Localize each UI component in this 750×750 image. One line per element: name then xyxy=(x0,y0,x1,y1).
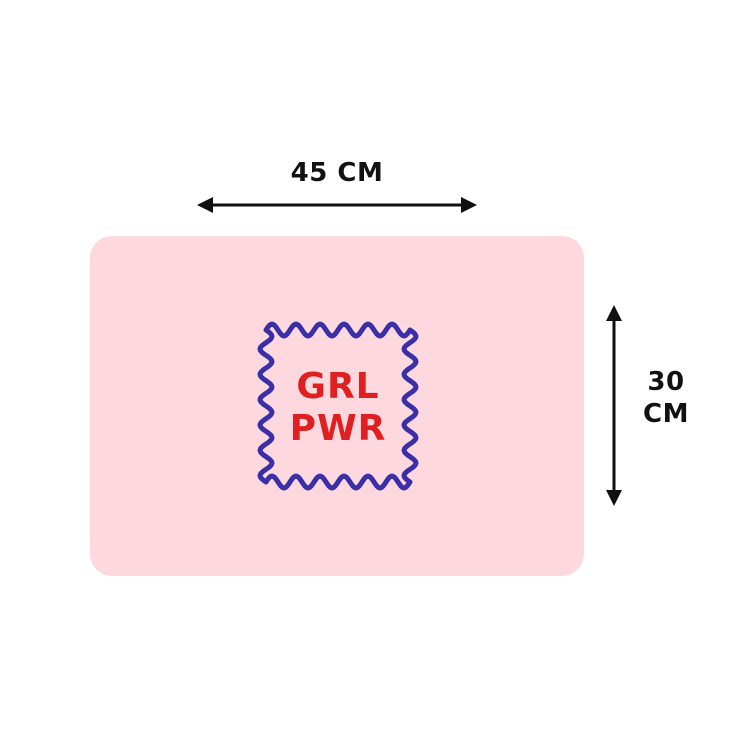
width-dimension-label: 45 CM xyxy=(290,158,384,188)
wavy-stamp-border xyxy=(257,321,419,491)
stamp-text: GRL PWR xyxy=(256,366,420,450)
mouse-pad: GRL PWR xyxy=(90,236,584,576)
stamp-line-grl: GRL xyxy=(296,366,380,407)
height-unit: CM xyxy=(643,399,689,429)
height-arrow xyxy=(606,305,622,506)
height-value: 30 xyxy=(647,367,685,397)
stamp-line-pwr: PWR xyxy=(289,408,387,449)
grl-pwr-stamp: GRL PWR xyxy=(256,320,420,492)
width-arrow xyxy=(197,197,477,213)
height-dimension-label: 30 CM xyxy=(628,366,704,430)
